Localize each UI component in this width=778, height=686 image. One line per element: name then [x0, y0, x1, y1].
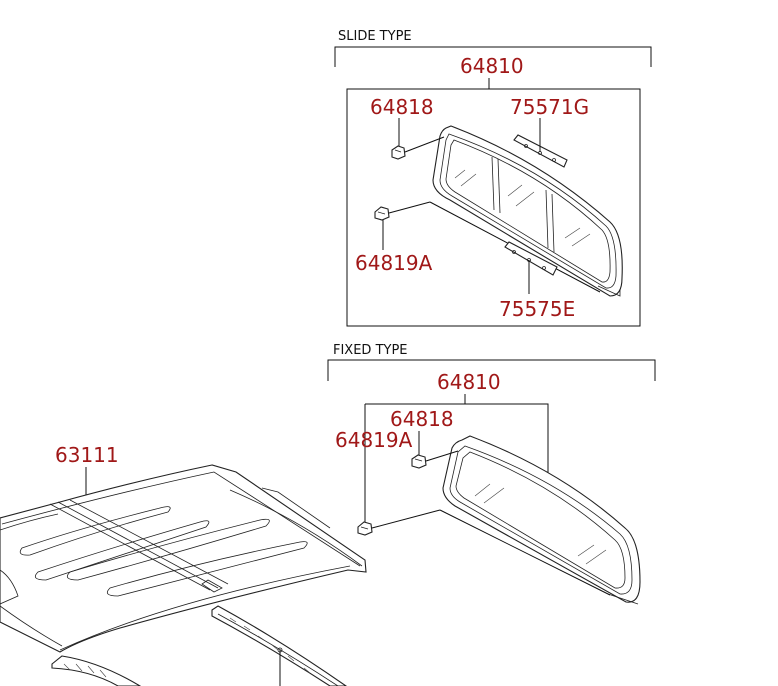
roof-panel-section: 63111: [0, 443, 367, 686]
roof-rear-rail: [51, 655, 142, 686]
slide-lower-clip-64819A: [374, 206, 390, 221]
slide-lower-clip-part-number[interactable]: 64819A: [355, 251, 433, 275]
fixed-type-bracket: [327, 359, 656, 381]
fixed-upper-clip-arrow: [425, 450, 459, 462]
slide-upper-strip-part-number[interactable]: 75571G: [510, 95, 589, 119]
fixed-rear-window: [442, 435, 641, 605]
roof-front-rail: [211, 605, 347, 686]
slide-type-heading: SLIDE TYPE: [338, 29, 412, 44]
slide-upper-clip-arrow: [404, 136, 445, 153]
slide-rear-window: [432, 125, 623, 297]
fixed-upper-clip-64818: [411, 454, 427, 469]
slide-upper-clip-64818: [391, 145, 406, 160]
fixed-upper-clip-part-number[interactable]: 64818: [390, 407, 454, 431]
slide-type-frame: [346, 88, 641, 327]
roof-panel-part-number[interactable]: 63111: [55, 443, 119, 467]
slide-upper-clip-part-number[interactable]: 64818: [370, 95, 434, 119]
fixed-assembly-bracket: [365, 403, 549, 478]
slide-assembly-part-number[interactable]: 64810: [460, 54, 524, 78]
slide-lower-strip-75575E: [504, 241, 558, 276]
fixed-lower-clip-arrow: [371, 509, 441, 529]
slide-type-bracket: [334, 46, 652, 67]
slide-type-section: SLIDE TYPE 64810 64818: [334, 29, 652, 327]
fixed-type-heading: FIXED TYPE: [333, 343, 408, 358]
fixed-lower-clip-64819A: [357, 521, 373, 536]
fixed-assembly-part-number[interactable]: 64810: [437, 370, 501, 394]
slide-lower-clip-arrow: [388, 201, 431, 214]
fixed-lower-clip-part-number[interactable]: 64819A: [335, 428, 413, 452]
slide-lower-strip-part-number[interactable]: 75575E: [499, 297, 575, 321]
roof-panel: [0, 464, 367, 653]
fixed-type-section: FIXED TYPE 64810 64818 64819A: [327, 343, 656, 605]
fixed-lower-clip-arrow-extension: [439, 509, 611, 596]
